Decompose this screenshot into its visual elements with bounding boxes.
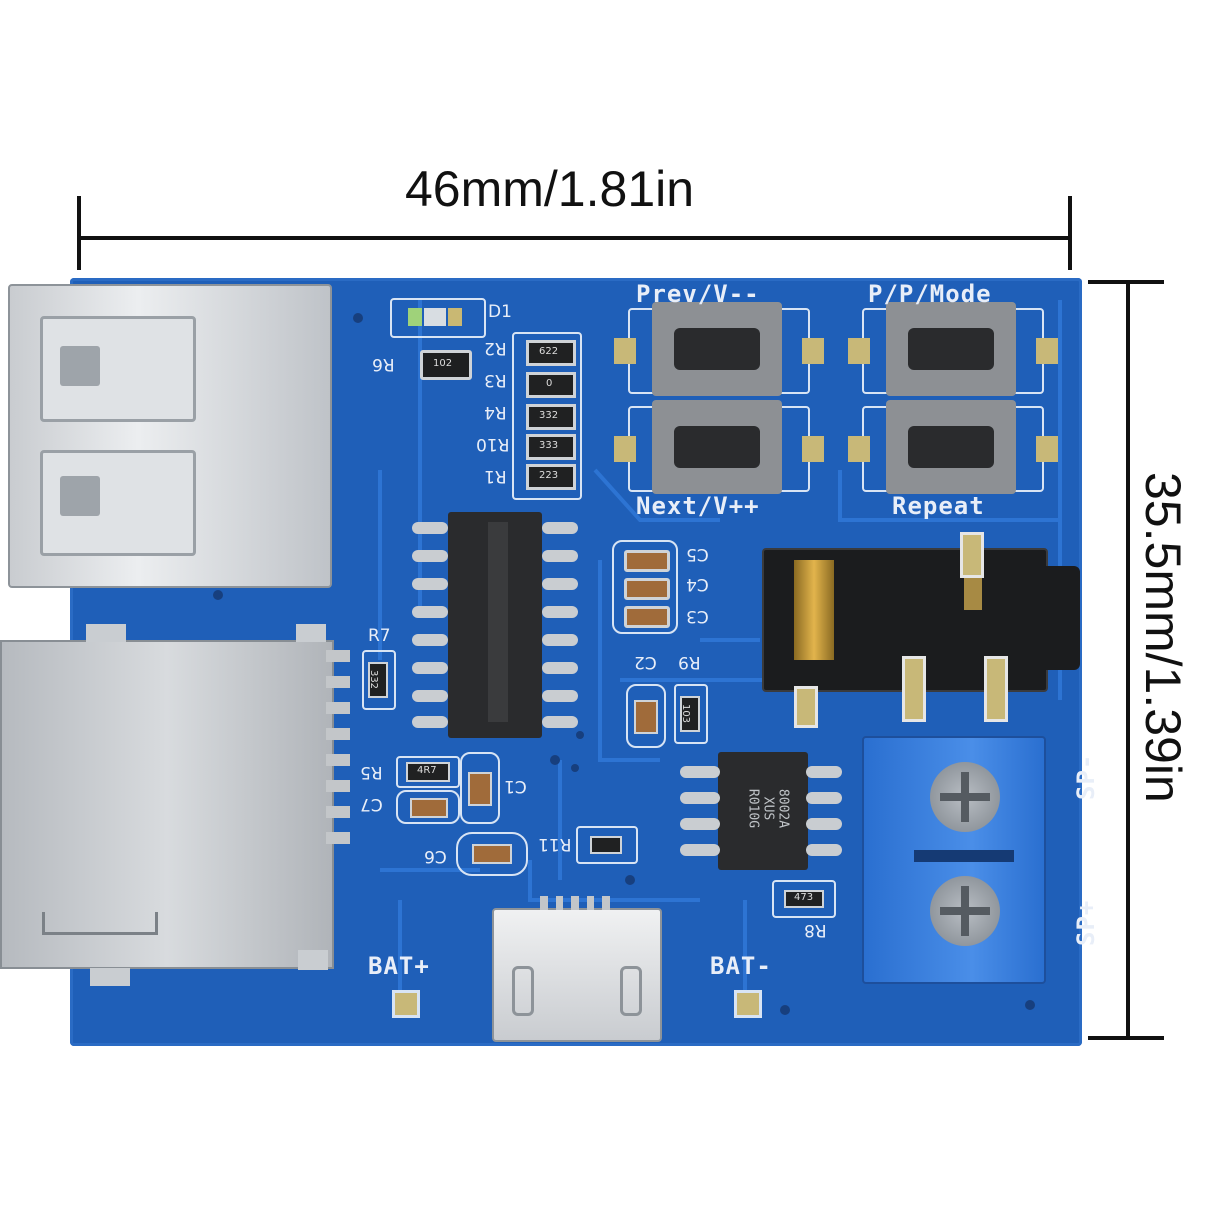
button-repeat[interactable] — [848, 400, 1058, 494]
microsd-pins — [326, 650, 350, 860]
resistor-array: 622 0 332 333 223 — [512, 332, 582, 500]
resistor-r9: 103 — [674, 684, 708, 744]
capacitor-c7 — [396, 790, 460, 824]
usb-a-port[interactable] — [8, 284, 332, 588]
label-c4: C4 — [686, 574, 709, 594]
bat-minus-pad[interactable] — [734, 990, 762, 1018]
micro-usb-port[interactable] — [492, 908, 662, 1042]
resistor-r7: 332 — [362, 650, 396, 710]
r1-marking: 223 — [539, 470, 559, 481]
label-c3: C3 — [686, 606, 709, 626]
label-r2: R2 — [484, 338, 507, 358]
edge-pad-bottom-right — [298, 950, 328, 970]
audio-jack-pin-1 — [794, 686, 818, 728]
resistor-r5: 4R7 — [396, 756, 460, 788]
width-label: 46mm/1.81in — [405, 161, 695, 217]
button-next[interactable] — [614, 400, 824, 494]
label-c5: C5 — [686, 544, 709, 564]
label-bat-minus: BAT- — [710, 952, 772, 980]
r3-marking: 0 — [546, 378, 553, 389]
bat-plus-pad[interactable] — [392, 990, 420, 1018]
label-sp-plus: SP+ — [1072, 899, 1100, 946]
edge-pad-right — [296, 624, 326, 642]
label-mode: P/P/Mode — [868, 280, 992, 308]
resistor-r11 — [576, 826, 638, 864]
label-r3: R3 — [484, 370, 507, 390]
audio-jack-pin-4 — [960, 532, 984, 578]
label-r9: R9 — [678, 652, 701, 672]
r7-marking: 332 — [368, 669, 380, 690]
capacitor-bank-c3-c5 — [612, 540, 678, 634]
label-d1: D1 — [488, 302, 512, 322]
speaker-terminal[interactable] — [862, 736, 1046, 984]
audio-jack-barrel — [1040, 566, 1080, 670]
label-c7: C7 — [360, 794, 383, 814]
label-repeat: Repeat — [892, 492, 985, 520]
label-r5: R5 — [360, 762, 383, 782]
label-r6: R6 — [372, 354, 395, 374]
terminal-screw-bottom[interactable] — [930, 876, 1000, 946]
led-d1 — [390, 298, 486, 338]
r9-marking: 103 — [680, 703, 692, 724]
r2-marking: 622 — [539, 346, 559, 357]
r8-marking: 473 — [794, 892, 814, 903]
edge-pad-bottom-left — [90, 968, 130, 986]
label-c2: C2 — [634, 652, 657, 672]
label-r10: R10 — [476, 434, 510, 454]
r10-marking: 333 — [539, 440, 559, 451]
r5-marking: 4R7 — [417, 765, 437, 776]
amplifier-chip: 8002A XUS R010G — [676, 752, 846, 870]
capacitor-c2 — [626, 684, 666, 748]
button-mode[interactable] — [848, 302, 1058, 396]
label-c1: C1 — [504, 776, 527, 796]
terminal-screw-top[interactable] — [930, 762, 1000, 832]
resistor-r8: 473 — [772, 880, 836, 918]
microsd-card-slot[interactable] — [0, 640, 334, 969]
label-sp-minus: SP- — [1072, 753, 1100, 800]
r6-marking: 102 — [433, 358, 453, 369]
audio-jack-pin-3 — [984, 656, 1008, 722]
label-r11: R11 — [538, 834, 572, 854]
edge-pad-left — [86, 624, 126, 642]
label-c6: C6 — [424, 846, 447, 866]
label-prev: Prev/V-- — [636, 280, 760, 308]
label-next: Next/V++ — [636, 492, 760, 520]
label-r8: R8 — [804, 920, 827, 940]
label-bat-plus: BAT+ — [368, 952, 430, 980]
r4-marking: 332 — [539, 410, 559, 421]
label-r7: R7 — [368, 626, 391, 646]
main-ic — [404, 512, 586, 738]
capacitor-c6 — [456, 832, 528, 876]
label-r1: R1 — [484, 466, 507, 486]
micro-usb-pins — [540, 896, 610, 910]
button-prev[interactable] — [614, 302, 824, 396]
label-r4: R4 — [484, 402, 507, 422]
capacitor-c1 — [460, 752, 500, 824]
resistor-r6: 102 — [420, 350, 472, 380]
audio-jack-pin-2 — [902, 656, 926, 722]
